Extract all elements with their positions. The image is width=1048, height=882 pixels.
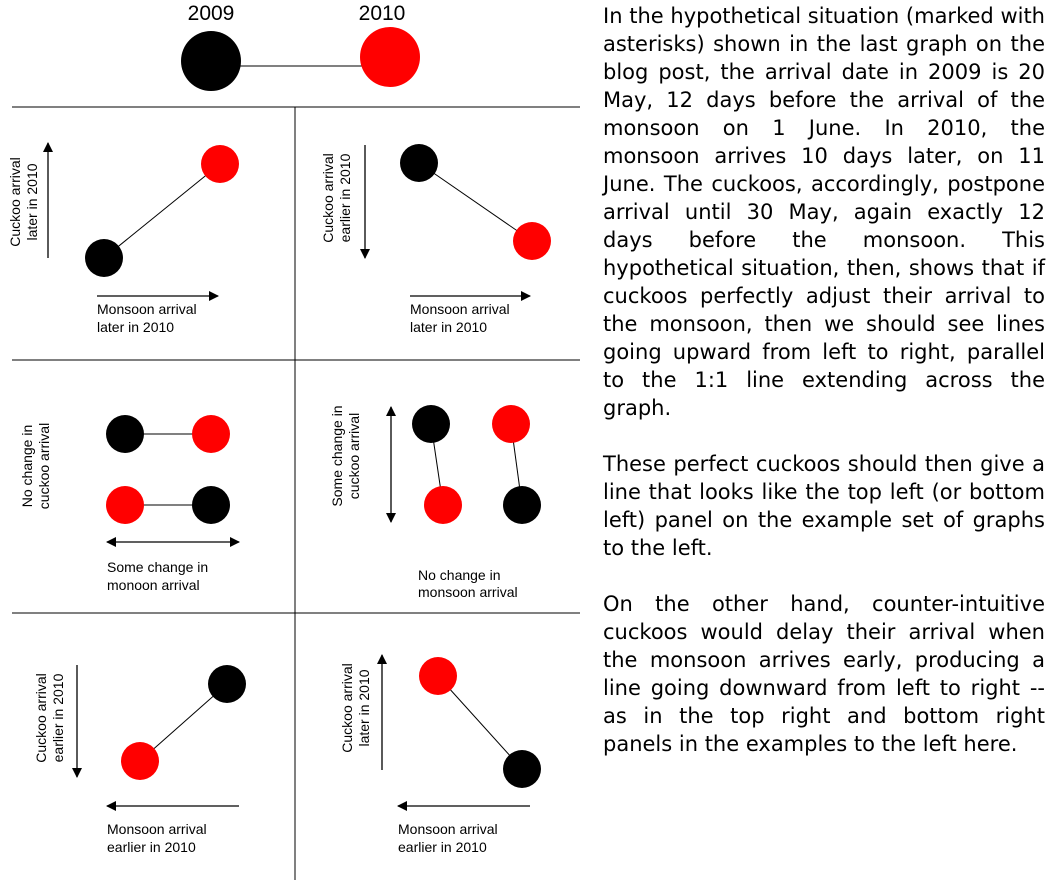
y-axis-label-line-1: Some change in: [329, 405, 345, 506]
y-axis-label-line-1: Cuckoo arrival: [7, 157, 23, 246]
connector-line: [437, 675, 523, 770]
legend-year-2009: 2009: [188, 2, 235, 25]
legend-year-2010: 2010: [359, 2, 406, 25]
dot-2009-lower: [192, 486, 230, 524]
panel-top-left: Cuckoo arrival later in 2010 Monsoon arr…: [7, 142, 239, 335]
x-axis-label-line-1: Some change in: [107, 559, 208, 575]
x-axis-label-line-2: earlier in 2010: [107, 839, 196, 855]
legend: 2009 2010: [181, 2, 420, 91]
explanation-paragraph-2: These perfect cuckoos should then give a…: [603, 452, 1045, 560]
dot-2010-upper: [192, 415, 230, 453]
dot-2010-lower: [106, 486, 144, 524]
legend-dot-2009: [181, 31, 241, 91]
dot-2010: [201, 145, 239, 183]
x-axis-label-line-2: later in 2010: [97, 319, 174, 335]
x-axis-label-line-1: Monsoon arrival: [97, 301, 197, 317]
x-axis-label-line-2: earlier in 2010: [398, 839, 487, 855]
dot-2010-right: [492, 405, 530, 443]
dot-2009: [400, 144, 438, 182]
panel-top-right: Cuckoo arrival earlier in 2010 Monsoon a…: [320, 144, 551, 335]
panel-middle-right: Some change in cuckoo arrival No change …: [329, 405, 541, 600]
dot-2009-left: [412, 405, 450, 443]
dot-2009-right: [503, 486, 541, 524]
x-axis-label-line-1: Monsoon arrival: [410, 301, 510, 317]
panel-middle-left: No change in cuckoo arrival Some change …: [19, 415, 240, 593]
dot-2010-left: [424, 486, 462, 524]
x-axis-label-line-1: Monsoon arrival: [107, 821, 207, 837]
x-axis-label-line-2: monsoon arrival: [418, 584, 518, 600]
x-axis-label-line-1: Monsoon arrival: [398, 821, 498, 837]
y-axis-label-line-1: Cuckoo arrival: [33, 673, 49, 762]
dot-2010: [419, 657, 457, 695]
y-axis-label-line-2: earlier in 2010: [50, 673, 66, 762]
panel-bottom-left: Cuckoo arrival earlier in 2010 Monsoon a…: [33, 665, 246, 855]
legend-dot-2010: [360, 27, 420, 87]
dot-2010: [513, 222, 551, 260]
panel-bottom-right: Cuckoo arrival later in 2010 Monsoon arr…: [339, 654, 541, 855]
y-axis-label-line-2: cuckoo arrival: [36, 423, 52, 509]
dot-2009: [208, 665, 246, 703]
dot-2009: [503, 750, 541, 788]
y-axis-label-line-2: earlier in 2010: [337, 153, 353, 242]
dot-2009: [85, 239, 123, 277]
x-axis-label-line-2: later in 2010: [410, 319, 487, 335]
y-axis-label-line-1: No change in: [19, 425, 35, 508]
connector-line: [418, 162, 533, 242]
dot-2009-upper: [106, 415, 144, 453]
explanation-text: In the hypothetical situation (marked wi…: [603, 2, 1045, 786]
y-axis-label-line-2: cuckoo arrival: [346, 413, 362, 499]
dot-2010: [121, 742, 159, 780]
panel-grid: [12, 106, 580, 880]
y-axis-label-line-2: later in 2010: [24, 163, 40, 240]
y-axis-label-line-1: Cuckoo arrival: [320, 153, 336, 242]
cuckoo-monsoon-diagram: 2009 2010 Cuckoo arrival later in 2010 M…: [7, 2, 580, 880]
y-axis-label-line-2: later in 2010: [356, 669, 372, 746]
x-axis-label-line-1: No change in: [418, 567, 501, 583]
x-axis-label-line-2: monoon arrival: [107, 577, 200, 593]
explanation-paragraph-3: On the other hand, counter-intuitive cuc…: [603, 592, 1045, 756]
connector-line: [139, 683, 228, 762]
y-axis-label-line-1: Cuckoo arrival: [339, 663, 355, 752]
explanation-paragraph-1: In the hypothetical situation (marked wi…: [603, 4, 1045, 420]
connector-line: [103, 163, 221, 259]
